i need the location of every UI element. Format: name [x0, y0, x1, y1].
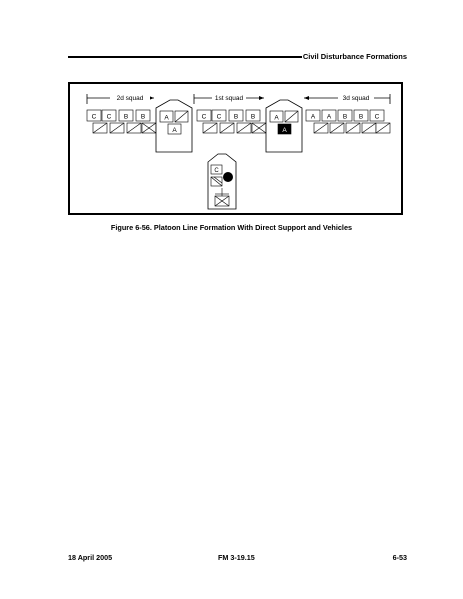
letter: B: [251, 114, 255, 121]
squad-2d-row: [86, 109, 157, 134]
soldier-box: [321, 109, 337, 122]
squad-3d-row: [305, 109, 391, 134]
figure-caption: Figure 6-56. Platoon Line Formation With…: [110, 223, 353, 232]
soldier-box: [159, 110, 174, 123]
letter: B: [141, 114, 145, 121]
soldier-box: [86, 109, 102, 122]
footer-page-number: 6-53: [392, 553, 407, 562]
header-rule: [68, 56, 302, 58]
letter: B: [343, 114, 347, 121]
soldier-box: [337, 109, 353, 122]
left-vehicle: [155, 99, 193, 153]
soldier-box: [228, 109, 244, 122]
leader-dot: [223, 172, 233, 182]
soldier-box: [305, 109, 321, 122]
soldier-box: [135, 109, 151, 122]
soldier-box: [369, 109, 385, 122]
arrow-head: [149, 96, 154, 100]
letter: B: [234, 114, 238, 121]
letter: C: [107, 114, 112, 121]
footer-manual: FM 3-19.15: [218, 553, 255, 562]
soldier-box: [353, 109, 369, 122]
label-2d-squad: 2d squad: [117, 95, 144, 102]
rear-vehicle: [207, 153, 237, 210]
arrow-head: [259, 96, 264, 100]
letter: A: [327, 114, 332, 121]
soldier-box: [211, 109, 227, 122]
soldier-box: [101, 109, 117, 122]
letter: A: [164, 115, 169, 122]
letter: C: [92, 114, 97, 121]
leader-box: [277, 123, 292, 135]
soldier-box: [245, 109, 261, 122]
soldier-box: [118, 109, 134, 122]
letter: A: [311, 114, 316, 121]
squad-1st-row: [196, 109, 267, 134]
soldier-box: [167, 123, 182, 135]
soldier-box: [269, 110, 284, 123]
letter: B: [359, 114, 363, 121]
right-vehicle: [265, 99, 303, 153]
formation-diagram: 2d squad 1st squad 3d squad C: [86, 92, 391, 210]
soldier-box: [196, 109, 212, 122]
letter: B: [124, 114, 128, 121]
soldier-box: [210, 164, 223, 175]
letter: C: [214, 168, 219, 174]
letter: A: [172, 127, 177, 134]
label-3d-squad: 3d squad: [343, 95, 370, 102]
letter: C: [375, 114, 380, 121]
footer-date: 18 April 2005: [68, 553, 113, 562]
letter: A: [282, 127, 287, 134]
letter: A: [274, 115, 279, 122]
label-1st-squad: 1st squad: [215, 95, 244, 102]
letter: C: [202, 114, 207, 121]
figure-frame: 2d squad 1st squad 3d squad C: [68, 82, 403, 215]
section-title: Civil Disturbance Formations: [302, 52, 407, 61]
arrow-head: [304, 96, 309, 100]
letter: C: [217, 114, 222, 121]
